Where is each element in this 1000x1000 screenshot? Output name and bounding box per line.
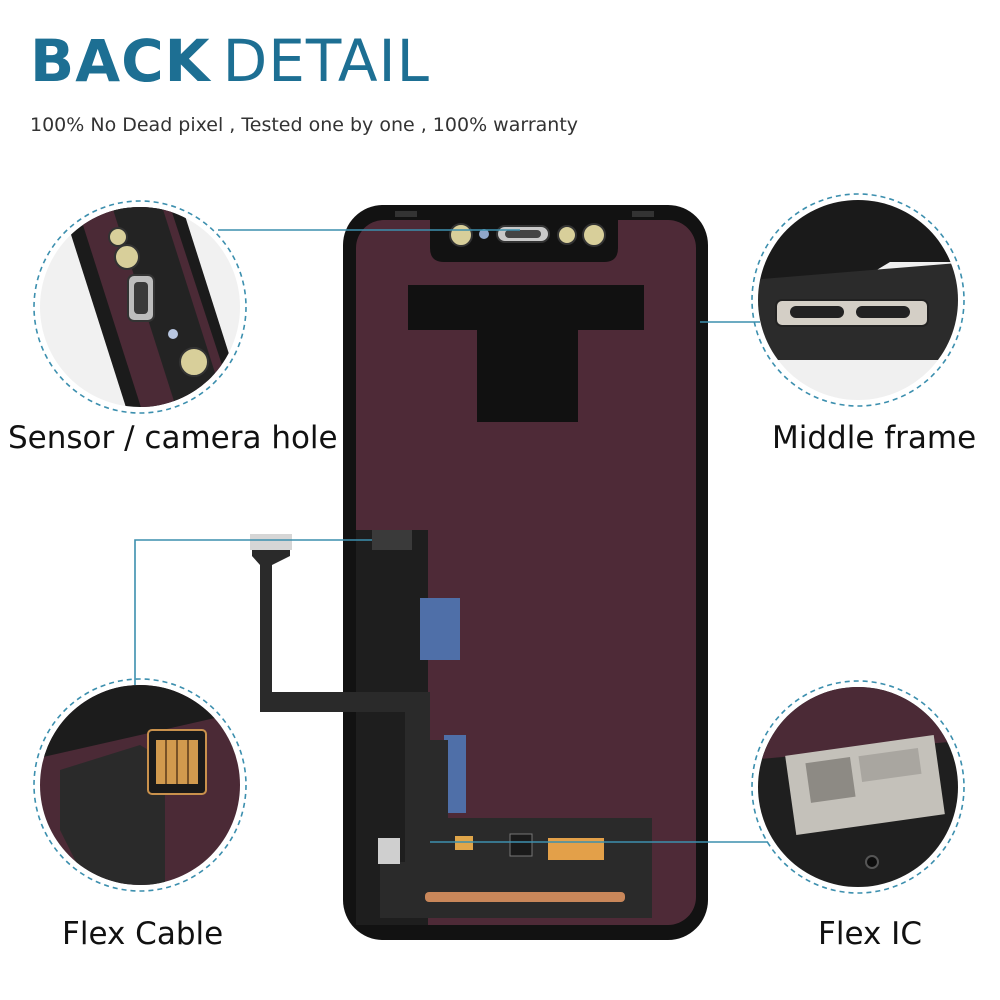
caption-flex-cable: Flex Cable [62, 916, 224, 952]
title-light: DETAIL [222, 27, 430, 95]
sensor-dot-left [449, 223, 473, 247]
caption-flex-ic: Flex IC [818, 916, 922, 952]
leader-lines [134, 229, 768, 843]
blue-connector-bottom [444, 735, 466, 813]
callout-flex-cable [33, 678, 247, 892]
adhesive-tape [408, 285, 644, 422]
flex-connector-tip [250, 534, 292, 550]
flex-ic-chip [455, 836, 473, 850]
copper-coil [425, 892, 625, 902]
callout-flex-ic [751, 680, 965, 894]
phone-screen-back [250, 205, 708, 940]
blue-connector-top [420, 598, 460, 660]
callout-middle-frame [751, 193, 965, 407]
caption-middle-frame: Middle frame [772, 420, 977, 456]
caption-sensor-camera-hole: Sensor / camera hole [8, 420, 338, 456]
callout-sensor-camera-hole [33, 200, 247, 414]
flex-cable [252, 540, 652, 918]
page-subtitle: 100% No Dead pixel , Tested one by one ,… [30, 114, 579, 136]
title-bold: BACK [30, 27, 211, 95]
